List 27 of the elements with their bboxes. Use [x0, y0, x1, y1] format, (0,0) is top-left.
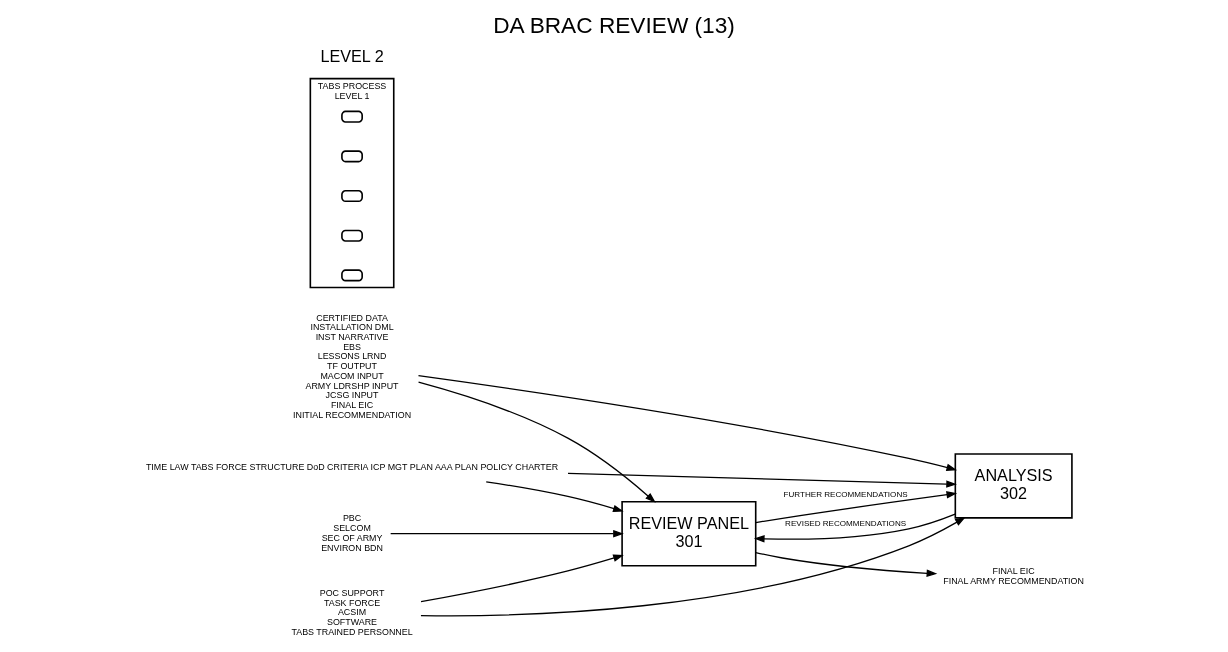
- node-text: TIME LAW TABS FORCE STRUCTURE DoD CRITERIA ICP MGT PLAN AAA PLAN POLICY CHARTER: [145, 461, 559, 472]
- node-box: [341, 229, 363, 242]
- arrow: [755, 491, 958, 524]
- arrow: [567, 472, 957, 488]
- arrow: [420, 517, 966, 617]
- label: LEVEL 2: [320, 46, 384, 65]
- node-box: [341, 110, 363, 123]
- node-text: PBC SELCOM SEC OF ARMY ENVIRON BDN: [321, 513, 383, 553]
- node-text: FINAL EIC FINAL ARMY RECOMMENDATION: [943, 566, 1084, 586]
- node-box: [341, 269, 363, 282]
- node-text: CERTIFIED DATA INSTALLATION DML INST NARRATIVE EBS LESSONS LRND TF OUTPUT MACOM INPUT ARMY LDRSHP INPUT JCSG INPUT FINAL EIC INITIAL RECOMMENDATION: [293, 312, 412, 420]
- arrow: [753, 513, 956, 543]
- arrow: [755, 551, 938, 577]
- arrow: [485, 481, 624, 513]
- arrow: [390, 529, 624, 538]
- cluster: TABS PROCESS LEVEL 1: [309, 77, 395, 289]
- arrow: [417, 381, 656, 503]
- node-box: [341, 150, 363, 163]
- node-box: [341, 189, 363, 203]
- node-box: ANALYSIS 302: [954, 453, 1073, 519]
- node-box: REVIEW PANEL 301: [621, 500, 757, 567]
- edge-label: REVISED RECOMMENDATIONS: [785, 519, 907, 529]
- diagram-title: DA BRAC REVIEW (13): [493, 11, 735, 38]
- arrow: [417, 374, 958, 472]
- node-text: POC SUPPORT TASK FORCE ACSIM SOFTWARE TABS TRAINED PERSONNEL: [291, 587, 413, 637]
- edge-label: FURTHER RECOMMENDATIONS: [783, 490, 908, 500]
- arrow: [420, 554, 624, 603]
